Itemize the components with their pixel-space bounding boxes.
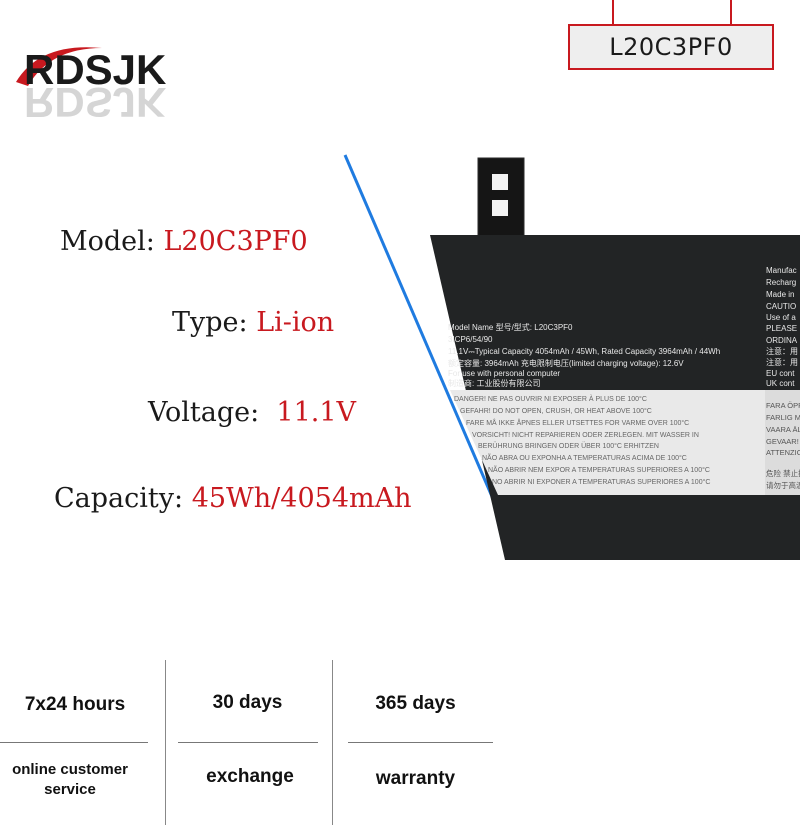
svg-text:GEVAAR! NIET O: GEVAAR! NIET O	[766, 437, 800, 446]
battery-use-line: For use with personal computer	[448, 369, 560, 378]
svg-text:Recharg: Recharg	[766, 278, 796, 287]
divider-vertical-1	[165, 660, 166, 825]
divider-vertical-2	[332, 660, 333, 825]
battery-rated-line: 额定容量: 3964mAh 充电限制电压(limited charging vo…	[448, 358, 684, 368]
svg-text:ATTENZIONE! NE: ATTENZIONE! NE	[766, 448, 800, 457]
brand-logo: RDSJK RDSJK	[10, 40, 225, 130]
svg-text:UK cont: UK cont	[766, 379, 795, 388]
service-warranty-title: 365 days	[375, 693, 456, 714]
battery-image: Model Name 型号/型式: L20C3PF0 3ICP6/54/90 1…	[430, 157, 800, 560]
spec-type-label: Type:	[172, 307, 248, 338]
spec-capacity-value: 45Wh/4054mAh	[191, 483, 412, 514]
spec-capacity-label: Capacity:	[54, 483, 184, 514]
svg-text:FARE MÅ IKKE ÅPNES ELLER UTSE: FARE MÅ IKKE ÅPNES ELLER UTSETTES FOR VA…	[466, 418, 689, 427]
divider-horizontal-1	[0, 742, 148, 743]
svg-text:FARLIG MÅ IKKE: FARLIG MÅ IKKE	[766, 413, 800, 422]
divider-horizontal-2	[178, 742, 318, 743]
diagonal-divider	[343, 154, 517, 551]
service-warranty-desc: warranty	[375, 768, 456, 789]
service-exchange-title: 30 days	[212, 692, 283, 713]
svg-text:VORSICHT! NICHT REPARIEREN OD: VORSICHT! NICHT REPARIEREN ODER ZERLEGEN…	[472, 432, 699, 439]
svg-text:注意：用: 注意：用	[766, 357, 798, 367]
svg-text:危险 禁止拆卸、: 危险 禁止拆卸、	[766, 468, 800, 478]
svg-text:FARA ÖPPNA IN: FARA ÖPPNA IN	[766, 401, 800, 410]
spec-type: Type: Li-ion	[172, 307, 334, 338]
spec-model-value: L20C3PF0	[163, 226, 308, 257]
service-hours-desc-line2: service	[44, 781, 96, 798]
svg-text:Use of a: Use of a	[766, 313, 796, 322]
svg-text:EU cont: EU cont	[766, 369, 795, 378]
spec-model: Model: L20C3PF0	[60, 226, 308, 257]
divider-horizontal-3	[348, 742, 493, 743]
svg-text:请勿于高温: 请勿于高温	[766, 480, 800, 490]
svg-text:NO ABRIR NI EXPONER A TEMPERAT: NO ABRIR NI EXPONER A TEMPERATURAS SUPER…	[492, 478, 710, 486]
spec-voltage-label: Voltage:	[148, 397, 260, 428]
spec-voltage: Voltage: 11.1V	[148, 397, 356, 428]
svg-text:BERÜHRUNG BRINGEN ODER ÜBER 10: BERÜHRUNG BRINGEN ODER ÜBER 100°C ERHITZ…	[478, 442, 659, 450]
svg-text:ORDINA: ORDINA	[766, 336, 798, 345]
battery-maker-line: 制造商: 工业股份有限公司	[448, 378, 540, 388]
svg-text:Manufac: Manufac	[766, 266, 797, 275]
svg-text:GEFAHR! DO NOT OPEN, CRUSH, O: GEFAHR! DO NOT OPEN, CRUSH, OR HEAT ABOV…	[460, 407, 652, 415]
svg-text:NÃO ABRA OU EXPONHA A TEMPERAT: NÃO ABRA OU EXPONHA A TEMPERATURAS ACIMA…	[482, 453, 687, 462]
svg-text:CAUTIO: CAUTIO	[766, 302, 796, 311]
svg-text:DANGER! NE PAS OUVRIR NI EXPO: DANGER! NE PAS OUVRIR NI EXPOSER À PLUS …	[454, 394, 647, 403]
logo-reflection: RDSJK	[24, 79, 166, 126]
battery-capacity-line: 11.1V⎓Typical Capacity 4054mAh / 45Wh, R…	[448, 347, 720, 356]
service-hours-title: 7x24 hours	[24, 694, 126, 715]
battery-model-line: Model Name 型号/型式: L20C3PF0	[448, 322, 573, 332]
service-hours-desc-line1: online customer	[12, 761, 128, 778]
logo-swoosh	[16, 47, 102, 86]
spec-model-label: Model:	[60, 226, 155, 257]
battery-cell-line: 3ICP6/54/90	[448, 335, 493, 344]
spec-capacity: Capacity: 45Wh/4054mAh	[54, 483, 411, 514]
model-tag: L20C3PF0	[568, 24, 774, 70]
logo-text: RDSJK	[24, 46, 166, 93]
spec-type-value: Li-ion	[256, 307, 335, 338]
service-hours-desc: online customer service	[0, 760, 140, 800]
svg-text:PLEASE: PLEASE	[766, 324, 797, 333]
service-section: 7x24 hours 30 days 365 days online custo…	[0, 660, 800, 825]
tag-connector	[612, 0, 732, 24]
spec-voltage-value: 11.1V	[276, 397, 357, 428]
svg-text:NÃO ABRIR NEM EXPOR A TEMPERAT: NÃO ABRIR NEM EXPOR A TEMPERATURAS SUPER…	[488, 465, 710, 474]
svg-text:注意：用: 注意：用	[766, 346, 798, 356]
svg-text:VAARA ÄLÄ AVA: VAARA ÄLÄ AVA	[766, 425, 800, 434]
service-exchange-desc: exchange	[206, 766, 294, 787]
svg-text:Made in: Made in	[766, 290, 794, 299]
